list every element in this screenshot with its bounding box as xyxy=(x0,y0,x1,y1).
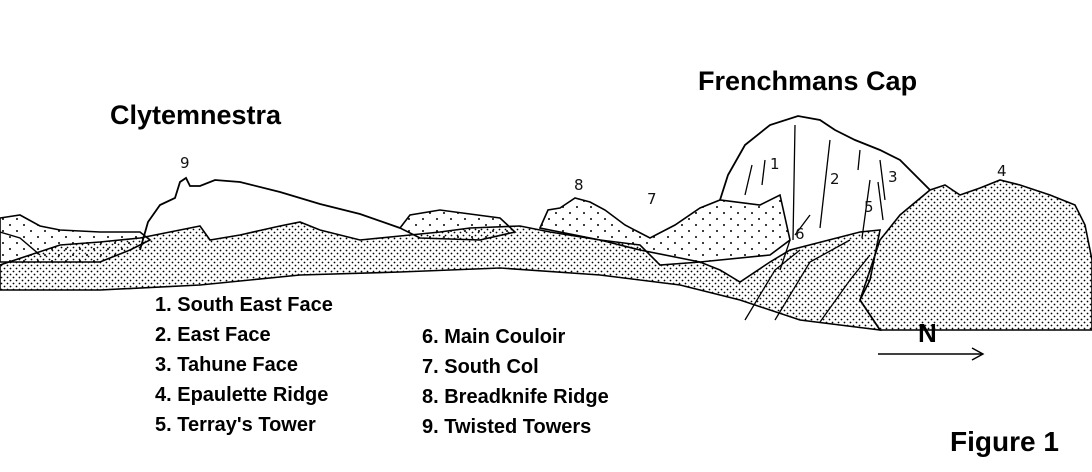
legend-item: 7. South Col xyxy=(422,356,539,378)
epaulette-ridge xyxy=(859,179,1092,331)
legend-left: 1. South East Face 2. East Face 3. Tahun… xyxy=(155,290,333,440)
sketch-label-4: 4 xyxy=(997,162,1007,180)
sketch-label-1: 1 xyxy=(770,155,780,173)
sketch-label-8: 8 xyxy=(574,176,584,194)
frenchmans-cap-outline xyxy=(719,115,931,201)
legend-item: 1. South East Face xyxy=(155,294,333,316)
arrow-head-icon xyxy=(971,347,985,361)
clytemnestra-title: Clytemnestra xyxy=(110,100,282,130)
sketch-label-6: 6 xyxy=(795,225,805,243)
clytemnestra-outline xyxy=(139,176,401,251)
legend-item: 3. Tahune Face xyxy=(155,354,299,376)
foreground-ridge xyxy=(0,221,882,332)
legend-item: 9. Twisted Towers xyxy=(422,416,592,438)
north-label: N xyxy=(918,318,937,348)
legend-item: 6. Main Couloir xyxy=(422,326,566,348)
legend-item: 2. East Face xyxy=(155,324,271,346)
sketch-label-9: 9 xyxy=(180,154,190,172)
legend-item: 5. Terray's Tower xyxy=(155,414,316,436)
sketch-label-7: 7 xyxy=(647,190,657,208)
sketch-label-2: 2 xyxy=(830,170,840,188)
frenchmans-cap-title: Frenchmans Cap xyxy=(698,66,918,96)
figure-label: Figure 1 xyxy=(950,426,1059,457)
sketch-label-5: 5 xyxy=(864,198,874,216)
sketch-label-3: 3 xyxy=(888,168,898,186)
legend-right: 6. Main Couloir 7. South Col 8. Breadkni… xyxy=(422,322,609,442)
legend-item: 4. Epaulette Ridge xyxy=(155,384,329,406)
legend-item: 8. Breadknife Ridge xyxy=(422,386,609,408)
